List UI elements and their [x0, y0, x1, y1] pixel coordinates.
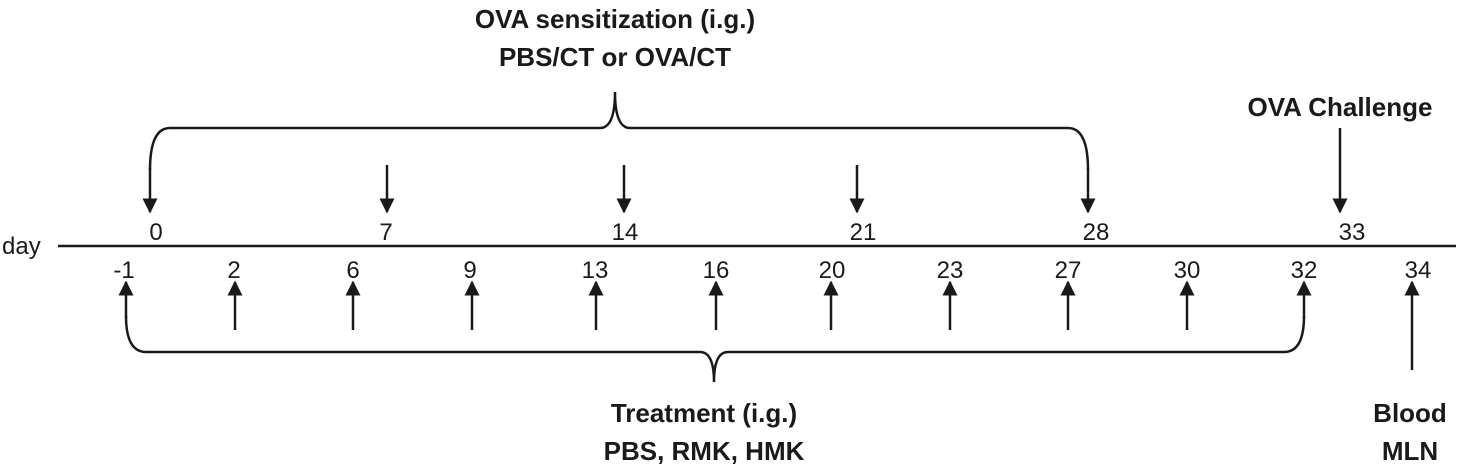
challenge-title: OVA Challenge — [1248, 92, 1433, 122]
treatment-day-label: 9 — [463, 257, 476, 284]
treatment-title-line2: PBS, RMK, HMK — [604, 436, 805, 466]
treatment-day-label: 20 — [819, 257, 846, 284]
timeline-axis-label: day — [2, 233, 41, 260]
sensitization-day-label: 28 — [1083, 219, 1110, 246]
treatment-day-label: 30 — [1174, 257, 1201, 284]
sensitization-day-labels: 0 7 14 21 28 33 — [149, 219, 1365, 246]
sensitization-day-label: 0 — [149, 219, 162, 246]
treatment-day-label: 16 — [703, 257, 730, 284]
treatment-day-label: 27 — [1055, 257, 1082, 284]
treatment-day-label: 13 — [582, 257, 609, 284]
collection-day-label: 34 — [1405, 257, 1432, 284]
treatment-arrows — [118, 280, 1312, 330]
treatment-title-line1: Treatment (i.g.) — [611, 398, 797, 428]
treatment-brace — [124, 315, 1306, 383]
treatment-day-label: -1 — [113, 257, 134, 284]
sensitization-day-label: 21 — [850, 219, 877, 246]
sensitization-arrows — [142, 165, 1096, 214]
collection-line1: Blood — [1373, 398, 1447, 428]
treatment-day-labels: -1 2 6 9 13 16 20 23 27 30 32 34 — [113, 257, 1431, 284]
treatment-day-label: 6 — [346, 257, 359, 284]
sensitization-brace — [148, 91, 1090, 171]
treatment-day-label: 2 — [227, 257, 240, 284]
sensitization-title-line2: PBS/CT or OVA/CT — [499, 42, 731, 72]
challenge-day-label: 33 — [1339, 219, 1366, 246]
treatment-day-label: 23 — [937, 257, 964, 284]
sensitization-day-label: 7 — [379, 219, 392, 246]
collection-line2: MLN — [1382, 436, 1438, 466]
sensitization-title-line1: OVA sensitization (i.g.) — [475, 4, 755, 34]
treatment-day-label: 32 — [1291, 257, 1318, 284]
sensitization-day-label: 14 — [612, 219, 639, 246]
